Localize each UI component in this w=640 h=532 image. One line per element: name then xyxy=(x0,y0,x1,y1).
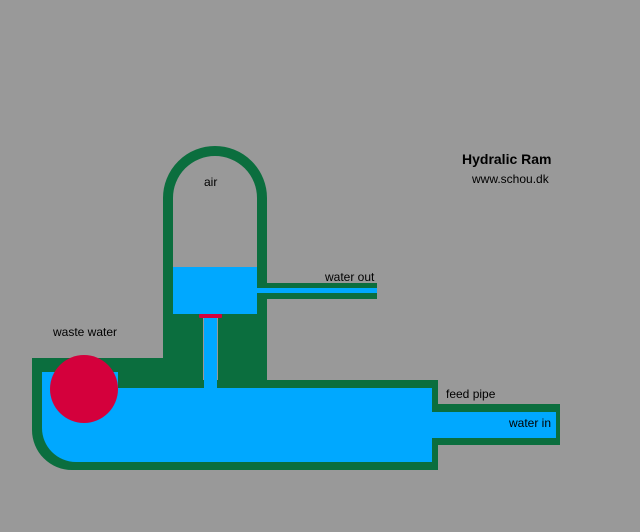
chamber-water xyxy=(173,267,257,314)
valve-block-right xyxy=(218,314,267,384)
valve-passage-water xyxy=(204,318,217,388)
water-out-pipe-water xyxy=(257,288,377,293)
diagram-title: Hydralic Ram xyxy=(462,151,551,167)
valve-block-left xyxy=(163,314,203,384)
air-label: air xyxy=(204,175,217,189)
website-label: www.schou.dk xyxy=(471,172,550,186)
water-in-label: water in xyxy=(508,416,551,430)
water-out-label: water out xyxy=(324,270,375,284)
waste-valve-seat-right xyxy=(112,358,168,388)
air-chamber-wall xyxy=(163,146,267,340)
waste-valve xyxy=(50,355,118,423)
feed-pipe-label: feed pipe xyxy=(446,387,496,401)
check-valve xyxy=(199,314,222,318)
body-water xyxy=(42,372,556,462)
waste-water-label: waste water xyxy=(52,325,117,339)
water xyxy=(42,267,556,462)
